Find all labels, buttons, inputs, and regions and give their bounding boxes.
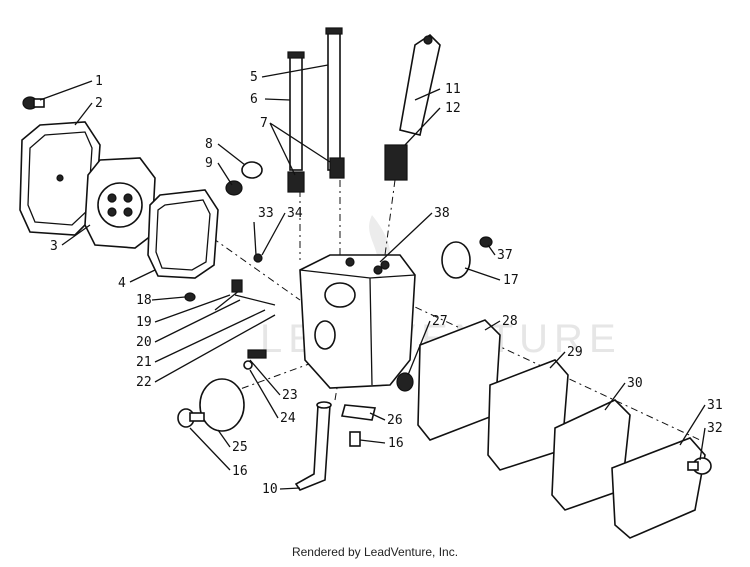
part-18-screw [184,292,196,302]
part-carburetor-body [299,254,416,389]
callout-16-bottom: 16 [388,436,404,451]
part-38-plug [373,265,383,275]
part-23-spring [247,349,267,359]
callout-12: 12 [445,101,461,116]
leader-lines [39,64,706,490]
callout-1: 1 [95,74,103,89]
callout-23: 23 [282,388,298,403]
callout-11: 11 [445,82,461,97]
callout-20: 20 [136,335,152,350]
part-31-cover [611,437,706,539]
part-16-screw-bottom [349,431,361,447]
part-3-pump-diaphragm [84,157,156,249]
callout-32: 32 [707,421,723,436]
callout-26: 26 [387,413,403,428]
callout-6: 6 [250,92,258,107]
part-8-cap [241,161,263,179]
carburetor-diagram-svg: LEADVENTURE [19,27,723,539]
part-7-springs [287,157,345,193]
callout-21: 21 [136,355,152,370]
callout-10: 10 [262,482,278,497]
callout-29: 29 [567,345,583,360]
callout-17: 17 [503,273,519,288]
part-4-gasket [147,189,219,279]
callout-37: 37 [497,248,513,263]
callout-25: 25 [232,440,248,455]
part-16-screw-left [177,408,205,428]
callout-9: 9 [205,156,213,171]
callout-3: 3 [50,239,58,254]
callout-22: 22 [136,375,152,390]
callout-2: 2 [95,96,103,111]
assembly-line-top [299,179,396,260]
callout-34: 34 [287,206,303,221]
callout-4: 4 [118,276,126,291]
callout-19: 19 [136,315,152,330]
part-24-needle [243,360,253,370]
part-17-disc [441,241,471,279]
callout-38: 38 [434,206,450,221]
callout-31: 31 [707,398,723,413]
callout-8: 8 [205,137,213,152]
part-11-lever [399,33,441,136]
callout-18: 18 [136,293,152,308]
part-26-plate [340,404,377,421]
part-2-cover-plate [19,121,101,236]
part-10-tube [294,401,332,491]
footer-credit: Rendered by LeadVenture, Inc. [291,545,459,559]
part-33-34 [253,253,263,263]
callout-5: 5 [250,70,258,85]
callout-30: 30 [627,376,643,391]
part-5-needle [325,27,343,171]
part-27-plug [396,372,414,392]
callout-24: 24 [280,411,296,426]
part-12-spring [384,144,408,181]
part-1-screw [22,96,45,110]
callout-28: 28 [502,314,518,329]
part-9-cap [225,180,243,196]
part-32-screw [687,457,712,475]
callout-7: 7 [260,116,268,131]
part-37-screw [479,236,493,248]
callout-27: 27 [432,314,448,329]
part-19-21-lever-pin [214,279,276,311]
callout-16-left: 16 [232,464,248,479]
callout-33: 33 [258,206,274,221]
part-25-disc [199,378,245,432]
